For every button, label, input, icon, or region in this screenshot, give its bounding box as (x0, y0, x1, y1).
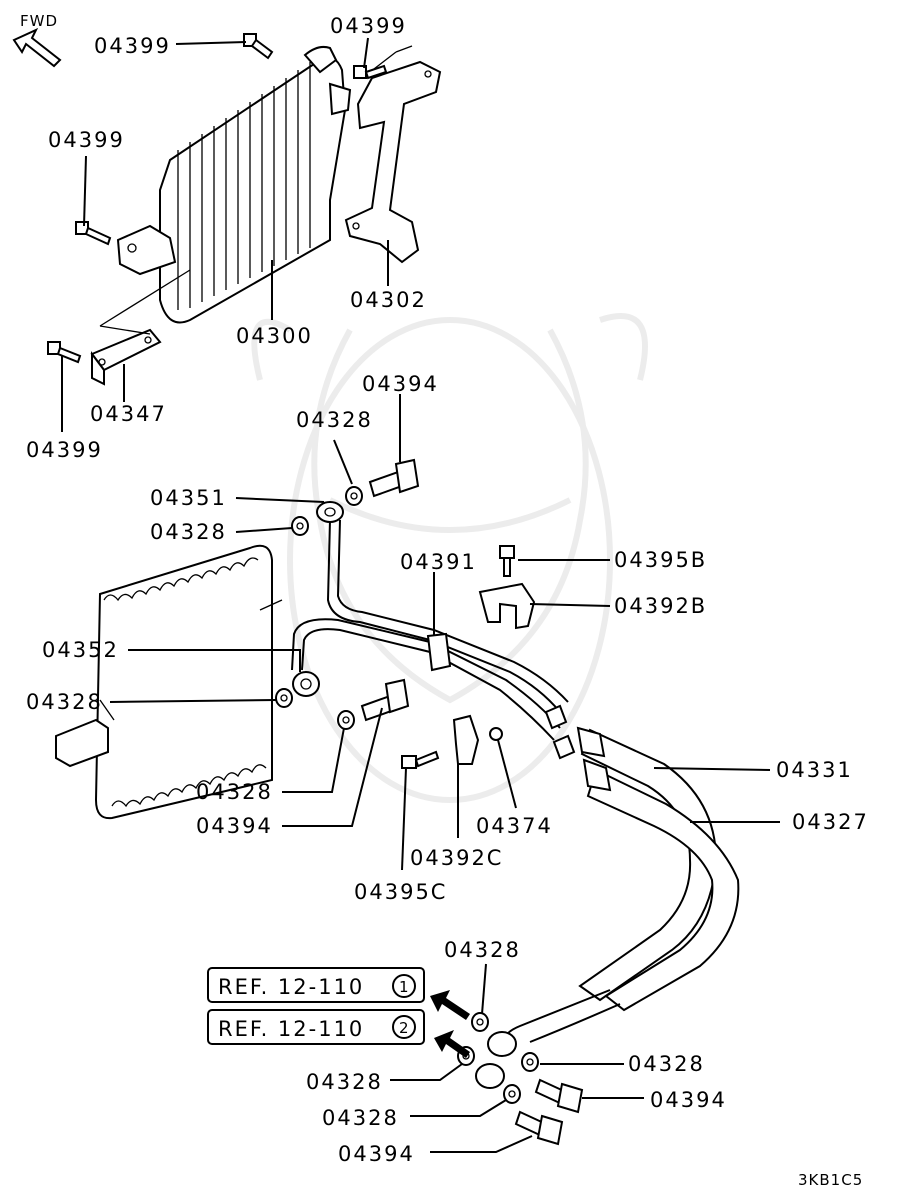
label-04399-bottom-left: 04399 (26, 438, 103, 462)
label-04395b: 04395B (614, 548, 707, 572)
label-04392c: 04392C (410, 846, 503, 870)
reference-lines (99, 45, 413, 335)
label-04302: 04302 (350, 288, 427, 312)
bracket-right-part (344, 60, 442, 264)
radiator-part (55, 544, 283, 820)
label-04328-upper-a: 04328 (296, 408, 373, 432)
bolt-04395b-icon (499, 545, 515, 577)
label-04394-low-right: 04394 (650, 1088, 727, 1112)
label-04391: 04391 (400, 550, 477, 574)
label-04374: 04374 (476, 814, 553, 838)
label-04328-low-right: 04328 (628, 1052, 705, 1076)
label-04328-mid-b: 04328 (196, 780, 273, 804)
label-04399-mid-left: 04399 (48, 128, 125, 152)
washer-04328-icon (275, 486, 539, 1104)
label-04328-mid-a: 04328 (26, 690, 103, 714)
label-04395c: 04395C (354, 880, 447, 904)
ref-box-2[interactable]: REF. 12-110 2 (207, 1009, 425, 1045)
ref-arrow-icon (430, 990, 470, 1058)
cooler-tubes-part (503, 726, 740, 1047)
bolt-04399-icon (47, 33, 388, 364)
clamp-04392c-icon (452, 714, 480, 765)
leader-lines (61, 37, 780, 1153)
label-04394-mid: 04394 (196, 814, 273, 838)
label-04351: 04351 (150, 486, 227, 510)
label-04331: 04331 (776, 758, 853, 782)
label-04300: 04300 (236, 324, 313, 348)
label-04328-low-top: 04328 (444, 938, 521, 962)
ref-box-1-num: 1 (399, 978, 410, 996)
ref-box-2-num: 2 (399, 1019, 410, 1037)
ref-box-1[interactable]: REF. 12-110 1 (207, 967, 425, 1003)
ref-box-2-text: REF. 12-110 (218, 1017, 364, 1041)
label-04392b: 04392B (614, 594, 707, 618)
label-04399-top-right: 04399 (330, 14, 407, 38)
label-04328-upper-b: 04328 (150, 520, 227, 544)
label-04347: 04347 (90, 402, 167, 426)
clamp-04392b-icon (478, 582, 536, 630)
oil-cooler-part (116, 45, 352, 324)
fwd-label: FWD (20, 12, 58, 30)
eyebolt-fittings-icon (292, 501, 517, 1089)
label-04394-low-left: 04394 (338, 1142, 415, 1166)
grommet-04374-icon (489, 727, 503, 741)
bolt-04395c-icon (401, 750, 440, 769)
label-04394-upper: 04394 (362, 372, 439, 396)
label-04352: 04352 (42, 638, 119, 662)
diagram-code: 3KB1C5 (798, 1171, 863, 1187)
eyebolt-04394-icon (360, 458, 584, 1146)
ref-box-1-text: REF. 12-110 (218, 975, 364, 999)
hose-assembly-part (291, 519, 576, 760)
label-04399-top-left: 04399 (94, 34, 171, 58)
label-04327: 04327 (792, 810, 869, 834)
label-04328-low-left: 04328 (306, 1070, 383, 1094)
bracket-lower-part (90, 328, 162, 386)
fwd-arrow-icon (12, 27, 62, 68)
label-04328-low-left2: 04328 (322, 1106, 399, 1130)
